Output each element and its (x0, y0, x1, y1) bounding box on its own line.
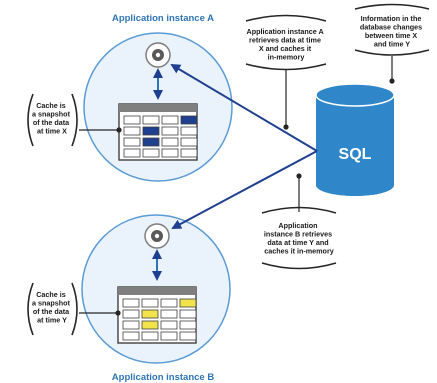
cache-cell (142, 126, 160, 136)
cache-cell (142, 137, 160, 147)
note-retrieve-b-line: data at time Y and (267, 238, 328, 247)
cache-cell (123, 126, 141, 136)
note-db-changes-line: Information in the (361, 14, 422, 23)
note-cache-b: Cache is a snapshot of the data at time … (27, 282, 121, 336)
note-db-changes: Information in the database changes betw… (354, 3, 430, 84)
note-cache-a: Cache is a snapshot of the data at time … (27, 93, 122, 147)
note-retrieve-b-line: caches it in-memory (264, 247, 334, 256)
note-retrieve-b-line: instance B retrieves (264, 230, 332, 239)
cache-cell (160, 309, 178, 319)
instance-b-cache-table (117, 286, 197, 344)
cache-cell (141, 331, 159, 341)
sql-database-icon: SQL (315, 83, 395, 196)
cache-cell (180, 137, 198, 147)
note-db-changes-line: database changes (360, 23, 422, 32)
note-cache-b-line: of the data (33, 307, 70, 316)
note-cache-a-line: at time X (37, 127, 67, 136)
cache-cell (180, 115, 198, 125)
cache-cell (122, 320, 140, 330)
cache-cell (141, 320, 159, 330)
cache-cell (122, 298, 140, 308)
cache-cell (161, 148, 179, 158)
cache-cell (179, 331, 197, 341)
note-retrieve-a: Application instance A retrieves data at… (245, 14, 327, 130)
sql-label: SQL (339, 146, 372, 163)
cache-cell (123, 148, 141, 158)
note-db-changes-line: and time Y (374, 40, 410, 49)
svg-text:Cache is a snapshot: Cache is a snapshot of the data at time … (32, 290, 72, 325)
arrow-sql-to-instance-a (170, 63, 318, 152)
note-cache-b-line: at time Y (37, 316, 67, 325)
instance-a-gear-icon (145, 42, 171, 68)
instance-a-title: Application instance A (112, 13, 214, 24)
cache-cell (179, 309, 197, 319)
cache-cell (180, 148, 198, 158)
note-retrieve-a-line: retrieves data at time (249, 36, 321, 45)
cache-cell (160, 320, 178, 330)
note-cache-a-line: of the data (33, 118, 70, 127)
cache-cell (160, 298, 178, 308)
cache-cell (122, 331, 140, 341)
note-retrieve-a-line: Application instance A (247, 27, 324, 36)
note-cache-b-line: Cache is (36, 290, 66, 299)
svg-text:Application instance B r: Application instance B retrieves data at… (264, 221, 334, 256)
cache-cell (160, 331, 178, 341)
svg-text:Cache is a snapshot: Cache is a snapshot of the data at time … (32, 101, 72, 136)
cache-cell (161, 126, 179, 136)
cache-cell (142, 148, 160, 158)
cache-cell (161, 115, 179, 125)
cache-cell (161, 137, 179, 147)
cache-cell (141, 309, 159, 319)
cache-cell (179, 298, 197, 308)
svg-text:Application instance A r: Application instance A retrieves data at… (247, 27, 326, 62)
instance-b-gear-icon (144, 223, 170, 249)
instance-b-title: Application instance B (112, 372, 215, 383)
cache-cell (141, 298, 159, 308)
cache-cell (122, 309, 140, 319)
note-retrieve-b-line: Application (278, 221, 317, 230)
cache-cell (142, 115, 160, 125)
note-cache-a-line: Cache is (36, 101, 66, 110)
cache-cell (123, 115, 141, 125)
arrow-sql-to-instance-b (171, 150, 318, 229)
note-cache-b-line: a snapshot (32, 299, 71, 308)
note-retrieve-a-line: X and caches it (259, 44, 312, 53)
cache-cell (123, 137, 141, 147)
svg-text:Information in the datab: Information in the database changes betw… (360, 14, 424, 49)
cache-cell (180, 126, 198, 136)
note-db-changes-line: between time X (365, 31, 418, 40)
instance-a-cache-table (118, 103, 198, 161)
note-retrieve-a-line: in-memory (268, 53, 305, 62)
cache-cell (179, 320, 197, 330)
note-retrieve-b: Application instance B retrieves data at… (261, 173, 337, 270)
note-cache-a-line: a snapshot (32, 110, 71, 119)
